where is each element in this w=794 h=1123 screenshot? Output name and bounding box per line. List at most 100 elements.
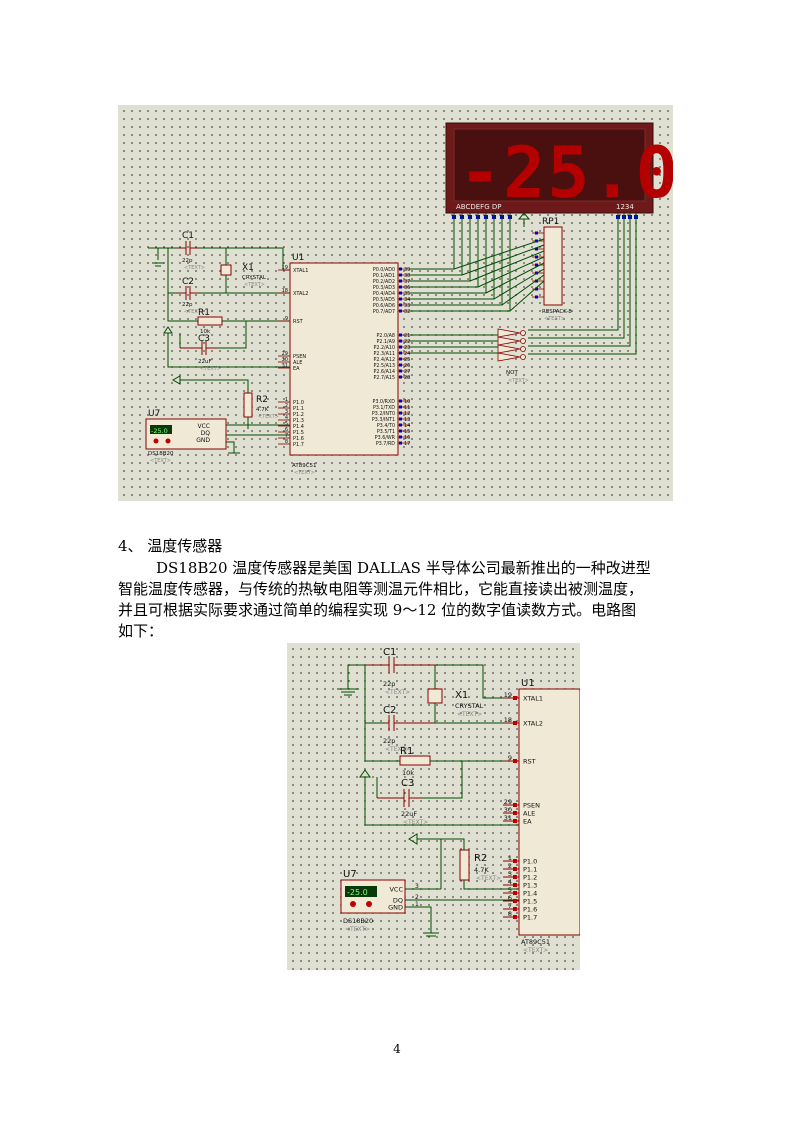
bus-line-rp1 (485, 262, 545, 294)
u1-pin-name: ALE (523, 810, 535, 818)
bus-line-digit (528, 213, 637, 355)
u1-pin-name: P2.0/A8 (377, 333, 395, 339)
u1-pin-number: 3 (508, 870, 512, 878)
u7-readout: -25.0 (347, 888, 368, 897)
label-r1: R1 (400, 746, 413, 757)
label-c3: C3 (198, 334, 210, 344)
section-heading: 4、 温度传感器 (118, 537, 223, 555)
paragraph-line-1: DS18B20 温度传感器是美国 DALLAS 半导体公司最新推出的一种改进型 (156, 559, 651, 577)
u7-pin-dq: DQ (201, 430, 211, 437)
label-c2-text: <TEXT> (184, 309, 205, 315)
respack-rp1 (543, 226, 563, 306)
label-c2: C2 (182, 277, 194, 287)
u1-pin-number: 31 (504, 814, 512, 822)
u1-pin-number: 2 (508, 862, 512, 870)
u1-pin-marker (399, 303, 402, 307)
u1-pin-marker (399, 417, 402, 421)
label-u7-text: <TEXT> (345, 926, 370, 933)
u1-pin-number: 15 (404, 429, 410, 435)
label-rp1: RP1 (542, 217, 559, 227)
u1-pin-name: EA (523, 818, 532, 826)
u1-pin-marker (399, 369, 402, 373)
capacitor-c1 (178, 241, 200, 255)
u1-pin-name: PSEN (293, 354, 306, 360)
label-r2: R2 (474, 853, 487, 864)
label-u1-text: <TEXT> (294, 470, 315, 476)
u1-pin-number: 34 (404, 297, 410, 303)
bus-line-digit (528, 213, 619, 331)
u1-pin-number: 37 (404, 279, 410, 285)
label-r1-value: 10k (200, 329, 211, 335)
u1-pin-number: 36 (404, 285, 410, 291)
u7-pin-gnd: GND (196, 437, 210, 444)
u1-pin-name: P1.2 (523, 874, 537, 882)
u1-pin-marker (399, 279, 402, 283)
u1-pin-marker (399, 357, 402, 361)
u1-pin-name: P3.7/RD (376, 441, 395, 447)
label-rp1-text: <TEXT> (544, 316, 565, 322)
page-number: 4 (393, 1042, 401, 1056)
label-u7-part: DS18B20 (343, 917, 373, 925)
crystal-x1 (427, 688, 443, 704)
ground-symbol (148, 247, 168, 267)
bus-line-rp1 (461, 244, 545, 276)
label-c3: C3 (401, 778, 414, 789)
u1-pin-number: 22 (404, 339, 410, 345)
capacitor-c2 (178, 286, 200, 300)
u1-pin-name: XTAL2 (293, 291, 308, 297)
label-rp1-part: RESPACK-8 (542, 309, 572, 315)
u1-pin-marker (513, 907, 517, 911)
label-u1-text: <TEXT> (523, 947, 548, 954)
rp1-pin-marker (535, 231, 538, 235)
u1-pin-name: XTAL1 (523, 695, 543, 703)
u1-pin-name: P2.2/A10 (373, 345, 395, 351)
u7-pin-number: 1 (415, 901, 419, 908)
u1-pin-marker (399, 339, 402, 343)
u7-pin-vcc: VCC (198, 423, 210, 430)
bus-line-rp1 (477, 256, 545, 288)
u1-pin-number: 9 (285, 316, 288, 322)
bus-line-rp1 (453, 238, 545, 270)
u1-pin-name: PSEN (523, 802, 540, 810)
u1-pin-number: 19 (282, 265, 288, 271)
bus-line-rp1 (469, 250, 545, 282)
label-c3-text: <TEXT> (403, 819, 428, 826)
u1-pin-number: 5 (285, 421, 288, 427)
u1-pin-marker (399, 285, 402, 289)
u1-pin-number: 19 (504, 691, 512, 699)
u1-pin-marker (513, 759, 517, 763)
u1-pin-number: 8 (508, 910, 512, 918)
label-u7-text: <TEXT> (150, 458, 171, 464)
u1-pin-marker (513, 819, 517, 823)
u1-pin-marker (513, 721, 517, 725)
label-c2-value: 22p (383, 737, 395, 745)
u1-pin-number: 29 (282, 351, 288, 357)
at89c51-u1 (518, 688, 580, 936)
label-r2-text: <TEXT> (476, 875, 501, 882)
u1-pin-number: 4 (508, 878, 512, 886)
resistor-r2 (243, 392, 253, 418)
u1-pin-name: P0.4/AD4 (373, 291, 395, 297)
u1-pin-name: P1.4 (523, 890, 537, 898)
u1-pin-name: P1.6 (293, 436, 304, 442)
u1-pin-marker (399, 435, 402, 439)
rp1-supply-arrow (517, 212, 531, 220)
not-gate (497, 344, 521, 354)
u1-pin-name: P1.1 (293, 406, 304, 412)
u1-pin-name: P2.4/A12 (373, 357, 395, 363)
u1-pin-number: 3 (285, 409, 288, 415)
u1-pin-marker (399, 411, 402, 415)
not-gate (497, 336, 521, 346)
u7-pin-number: 3 (415, 883, 419, 890)
u1-pin-number: 33 (404, 303, 410, 309)
u1-pin-marker (399, 309, 402, 313)
u1-pin-name: P3.2/INT0 (372, 411, 395, 417)
u1-pin-name: RST (293, 319, 304, 325)
u1-pin-number: 18 (282, 288, 288, 294)
u1-pin-number: 6 (285, 427, 288, 433)
u1-pin-number: 24 (404, 351, 410, 357)
u1-pin-marker (399, 267, 402, 271)
label-c2-text: <TEXT> (385, 746, 410, 753)
bus-line-p0 (410, 213, 471, 282)
u1-pin-marker (513, 899, 517, 903)
